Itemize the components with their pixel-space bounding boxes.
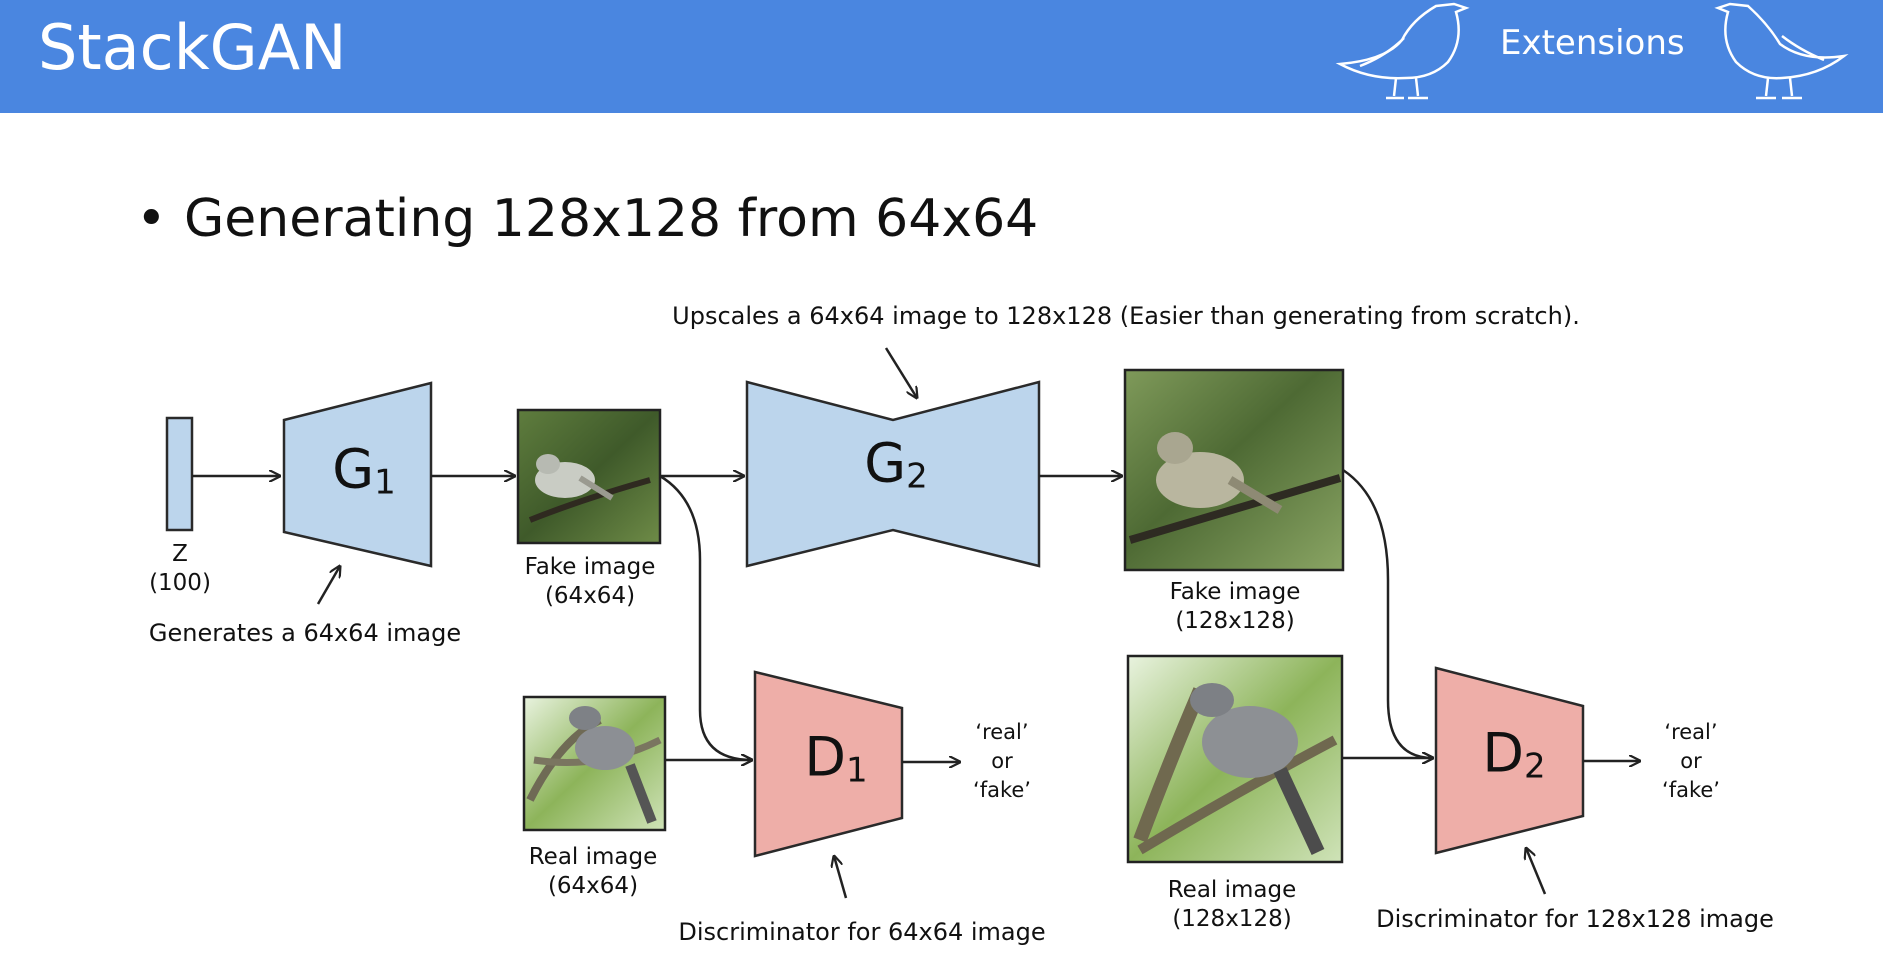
bird-outline-icon-right: [1714, 2, 1849, 100]
fake-image-128-thumbnail: [1123, 368, 1345, 572]
slide-title: StackGAN: [38, 11, 347, 84]
pointer-d1-note: [834, 856, 848, 899]
arrow-fake128-to-d2: [1342, 468, 1433, 758]
d1-note: Discriminator for 64x64 image: [678, 918, 1046, 946]
d1-output-label: ‘real’or‘fake’: [973, 720, 1031, 802]
real-image-128-caption: Real image(128x128): [1167, 877, 1297, 932]
g2-label: G2: [864, 431, 928, 497]
g1-label: G1: [332, 437, 396, 503]
pointer-d2-note: [1526, 848, 1547, 895]
bullet-point: • Generating 128x128 from 64x64: [136, 186, 1038, 252]
g1-generator-block: [282, 381, 433, 568]
fake-image-64-caption: Fake image(64x64): [524, 554, 656, 609]
real-image-128-thumbnail: [1126, 654, 1344, 864]
z-label: Z(100): [149, 541, 211, 596]
d1-discriminator-block: [753, 670, 904, 858]
fake-image-128-caption: Fake image(128x128): [1169, 579, 1301, 634]
d2-discriminator-block: [1434, 666, 1585, 855]
title-bar: StackGAN Extensions: [0, 0, 1883, 113]
pointer-g1-note: [316, 566, 340, 605]
g1-note: Generates a 64x64 image: [148, 619, 462, 647]
pointer-g2-note: [884, 347, 917, 398]
d2-label: D2: [1482, 721, 1546, 787]
d2-output-label: ‘real’or‘fake’: [1662, 720, 1720, 802]
d1-label: D1: [804, 725, 868, 791]
section-label: Extensions: [1500, 23, 1685, 63]
z-vector-block: [165, 416, 194, 532]
fake-image-64-thumbnail: [516, 408, 662, 545]
arrow-fake64-to-d1: [659, 474, 752, 760]
real-image-64-thumbnail: [522, 695, 667, 832]
d2-note: Discriminator for 128x128 image: [1376, 905, 1774, 933]
g2-note: Upscales a 64x64 image to 128x128 (Easie…: [672, 302, 1580, 330]
bird-outline-icon-left: [1335, 2, 1470, 100]
real-image-64-caption: Real image(64x64): [528, 844, 658, 899]
g2-generator-block: [745, 380, 1041, 568]
bullet-text: Generating 128x128 from 64x64: [184, 189, 1039, 249]
bullet-dot: •: [136, 189, 167, 249]
